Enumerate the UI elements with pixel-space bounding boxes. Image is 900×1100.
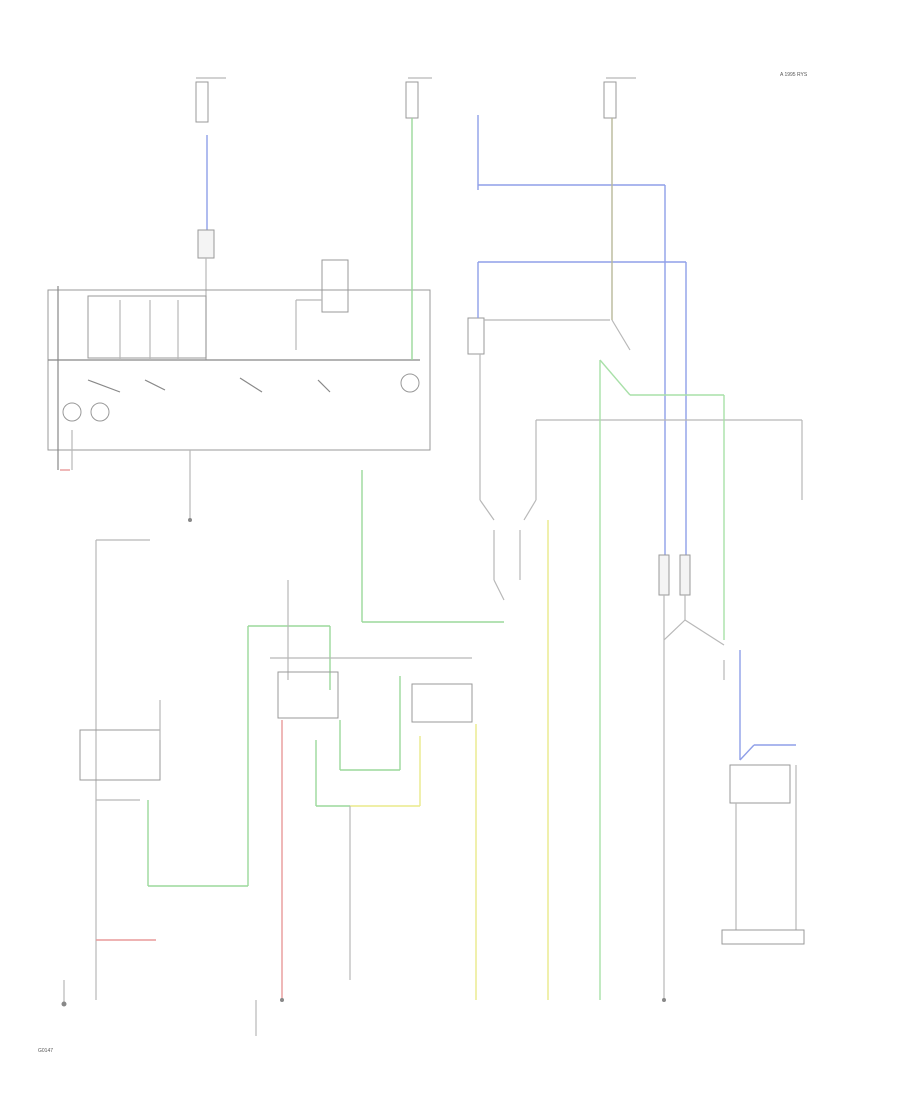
ground-dot-lower-right bbox=[662, 998, 666, 1002]
lower-middle-circuit bbox=[255, 470, 549, 1036]
fuse-box-middle bbox=[405, 81, 419, 119]
wire-lgreen-right bbox=[599, 359, 631, 396]
relay-box-right-lower bbox=[729, 764, 791, 804]
motor-symbol-1 bbox=[62, 402, 82, 422]
diagram-footer-code: G0147 bbox=[38, 1048, 53, 1054]
top-right-circuit bbox=[599, 77, 725, 1000]
connector-block-b bbox=[679, 554, 691, 596]
motor-symbol-2 bbox=[90, 402, 110, 422]
top-left-circuit bbox=[47, 77, 431, 520]
connector-box-top bbox=[321, 259, 349, 313]
connector-block-a bbox=[658, 554, 670, 596]
fuse-left-mid bbox=[197, 229, 215, 259]
relay-box-lower-right bbox=[411, 683, 473, 723]
lower-left-circuit bbox=[63, 539, 331, 1004]
relay-box-lower-left bbox=[79, 729, 161, 781]
control-module-box bbox=[47, 289, 431, 451]
switch-box-middle bbox=[467, 317, 485, 355]
ground-dot-left bbox=[61, 1001, 67, 1007]
relay-box-lower-center bbox=[277, 671, 339, 719]
fuse-box-left bbox=[195, 81, 209, 123]
ground-dot-mid bbox=[188, 518, 192, 522]
ground-bar-right bbox=[721, 929, 805, 945]
right-lower-circuit bbox=[721, 650, 805, 945]
ground-dot-lower-center bbox=[280, 998, 284, 1002]
fuse-box-right bbox=[603, 81, 617, 119]
diagram-corner-label: A 1995 RYS bbox=[780, 72, 808, 78]
inner-relay-box bbox=[87, 295, 207, 359]
ground-symbols bbox=[61, 518, 666, 1007]
lamp-symbol bbox=[400, 373, 420, 393]
top-middle-circuit bbox=[405, 77, 803, 601]
